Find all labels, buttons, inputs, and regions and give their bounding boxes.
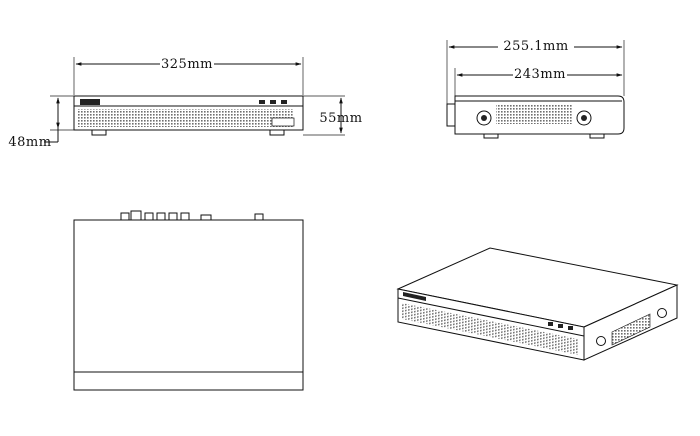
front-view: 325mm 55mm 48mm — [8, 56, 362, 150]
indicator-led-2 — [270, 100, 276, 104]
side-view: 255.1mm 243mm — [446, 38, 625, 139]
side-screw-left-center — [481, 115, 487, 121]
rear-port-3 — [144, 212, 154, 221]
usb-port — [271, 117, 295, 127]
depth-label: 48mm — [8, 135, 51, 150]
top-view — [73, 210, 304, 391]
rear-port-1 — [120, 212, 130, 221]
power-connector — [254, 213, 264, 221]
iso-side-screw-left — [596, 336, 606, 346]
indicator-led-1 — [259, 100, 265, 104]
iso-brand-logo — [403, 292, 426, 301]
iso-front-vent — [402, 303, 578, 355]
side-vent-grille — [496, 104, 572, 124]
iso-led-3 — [568, 326, 573, 330]
rear-port-4 — [156, 212, 166, 221]
indicator-led-3 — [281, 100, 287, 104]
iso-side-vent — [611, 313, 651, 346]
foot-right — [269, 129, 285, 136]
foot-left — [91, 129, 107, 136]
body-length-label: 243mm — [514, 67, 566, 82]
iso-side-face — [583, 284, 678, 361]
brand-logo — [80, 99, 100, 105]
width-label: 325mm — [161, 57, 213, 72]
side-screw-right-center — [581, 115, 587, 121]
iso-front-lid-edge — [397, 297, 585, 337]
rear-port-5 — [168, 212, 178, 221]
rear-port-2 — [130, 210, 142, 221]
top-cover — [73, 219, 304, 391]
body-label-bg — [513, 66, 567, 80]
iso-led-2 — [558, 324, 563, 328]
iso-side-screw-right — [657, 308, 667, 318]
rear-port-7 — [200, 214, 212, 221]
overall-length-label: 255.1mm — [503, 39, 568, 54]
height-label: 55mm — [319, 111, 362, 126]
rear-connectors — [446, 103, 456, 127]
iso-led-1 — [548, 322, 553, 326]
width-label-bg — [160, 56, 214, 70]
overall-label-bg — [498, 38, 574, 52]
side-foot-left — [483, 133, 499, 139]
side-foot-right — [589, 133, 605, 139]
rear-port-6 — [180, 212, 190, 221]
isometric-view — [396, 247, 679, 361]
front-vent-grille — [78, 109, 293, 127]
